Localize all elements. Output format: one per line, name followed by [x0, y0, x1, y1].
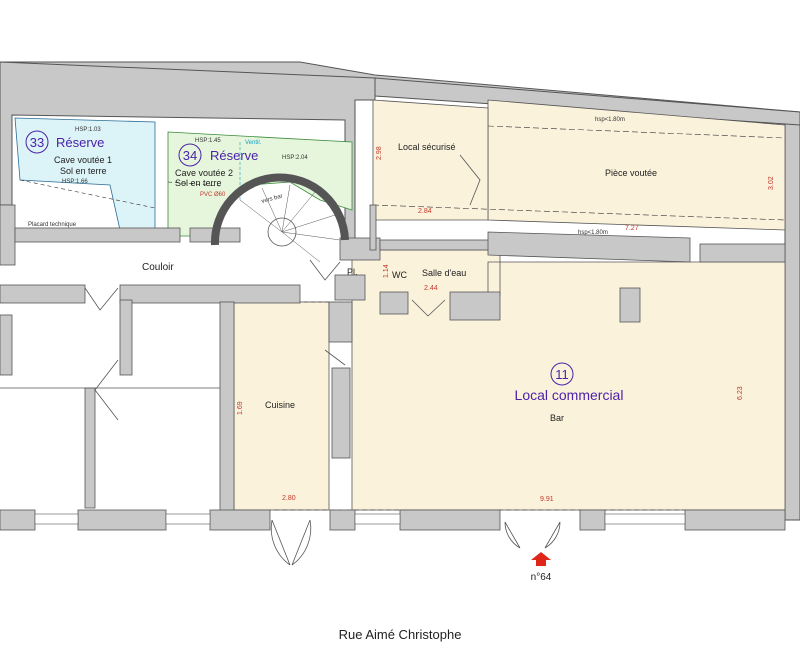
- wall-cuisine-right: [328, 301, 353, 343]
- room-34-hsp-b: HSP:2.04: [282, 155, 308, 161]
- placard-label: Placard technique: [28, 222, 77, 228]
- room-11-number-circle: [550, 362, 574, 386]
- room-33-line2: Sol en terre: [60, 166, 107, 176]
- dim-114: 1.14: [383, 264, 390, 278]
- room-33-title: Réserve: [56, 135, 104, 150]
- facade-3: [209, 509, 271, 531]
- window-2: [165, 513, 211, 525]
- wall-couloir-bottom-1: [0, 284, 86, 304]
- wall-cuisine-right2: [331, 367, 351, 459]
- dim-302: 3.02: [768, 176, 775, 190]
- dash-voutee-top: [487, 125, 786, 139]
- dim-280: 2.80: [282, 495, 296, 502]
- facade-6: [579, 509, 606, 531]
- door-salle: [411, 299, 446, 317]
- room-34-number: 34: [183, 148, 197, 163]
- dim-hsp-mid: hsp<1.80m: [578, 230, 608, 236]
- wall-cuisine-left: [219, 301, 235, 513]
- door-cuisine-side: [324, 349, 346, 366]
- local-securise-area: [372, 99, 489, 221]
- wall-left-rooms-2: [119, 299, 133, 376]
- room-34-line2: Sol en terre: [175, 178, 222, 188]
- dim-991: 9.91: [540, 496, 554, 503]
- room-34-pvc: PVC Ø60: [200, 192, 226, 198]
- room-34-number-circle: [178, 143, 202, 167]
- dash-voutee-bottom: [372, 204, 786, 221]
- street-name: Rue Aimé Christophe: [338, 627, 462, 642]
- room-34-hsp-a: HSP:1.45: [195, 138, 221, 144]
- door-stair: [309, 259, 341, 281]
- wall-left-column: [0, 204, 16, 266]
- door-entrance: [504, 521, 561, 549]
- room-11-number: 11: [555, 367, 569, 382]
- dim-244: 2.44: [424, 285, 438, 292]
- salle-eau-label: Salle d'eau: [422, 268, 466, 278]
- wall-wc-bottom: [379, 291, 409, 315]
- facade-1: [0, 509, 36, 531]
- dash-34: [167, 181, 221, 187]
- right-top-band: [374, 77, 800, 126]
- room-34-ventil: Ventil.: [245, 140, 262, 146]
- wall-wc-top: [379, 239, 501, 251]
- dim-169: 1.69: [237, 401, 244, 415]
- room-11-title: Local commercial: [515, 387, 624, 403]
- wall-left-rooms-1: [0, 314, 13, 376]
- cuisine-label: Cuisine: [265, 400, 295, 410]
- room-34-line1: Cave voutée 2: [175, 168, 233, 178]
- wall-voutee-divider: [369, 204, 377, 251]
- room-33-number: 33: [30, 135, 44, 150]
- facade-2: [77, 509, 167, 531]
- dim-727: 7.27: [625, 225, 639, 232]
- window-1: [34, 513, 79, 525]
- cuisine-area: [233, 301, 330, 511]
- room-33-hsp-bottom: HSP:1.66: [62, 179, 88, 185]
- room-33-hsp-top: HSP:1.03: [75, 127, 101, 133]
- couloir-label: Couloir: [142, 262, 174, 273]
- room-34-title: Réserve: [210, 148, 258, 163]
- room-11-sub: Bar: [550, 413, 564, 423]
- window-4: [604, 513, 686, 525]
- dim-298: 2.98: [376, 146, 383, 160]
- piece-voutee-label: Pièce voutée: [605, 168, 657, 178]
- room-33-number-circle: [25, 130, 49, 154]
- window-3: [354, 513, 401, 525]
- entrance-arrow-icon: [531, 552, 551, 566]
- dim-hsp-top-right: hsp<1.80m: [595, 117, 625, 123]
- room-33-line1: Cave voutée 1: [54, 155, 112, 165]
- wall-commercial-top-right: [699, 243, 786, 263]
- pl-label: Pl.: [347, 267, 358, 277]
- dash-33: [19, 179, 156, 209]
- door-rooms: [94, 359, 119, 421]
- pillar: [619, 287, 641, 323]
- dim-623: 6.23: [737, 386, 744, 400]
- wall-couloir-top: [14, 227, 181, 243]
- wall-left-rooms-3: [84, 387, 96, 509]
- facade-7: [684, 509, 786, 531]
- wall-salle-bottom: [449, 291, 501, 321]
- facade-5: [399, 509, 501, 531]
- wall-commercial-top: [487, 231, 691, 263]
- facade-4: [329, 509, 356, 531]
- wall-pl: [334, 274, 366, 301]
- wall-couloir-bottom-2: [119, 284, 301, 304]
- door-securise: [459, 154, 481, 206]
- local-securise-label: Local sécurisé: [398, 142, 456, 152]
- dim-284: 2.84: [418, 208, 432, 215]
- entrance-label: n°64: [531, 572, 552, 583]
- stairs-label: vers bar: [261, 194, 284, 205]
- wc-label: WC: [392, 270, 407, 280]
- door-cuisine: [270, 519, 312, 566]
- spiral-staircase: [210, 173, 349, 263]
- door-couloir-left: [84, 287, 119, 311]
